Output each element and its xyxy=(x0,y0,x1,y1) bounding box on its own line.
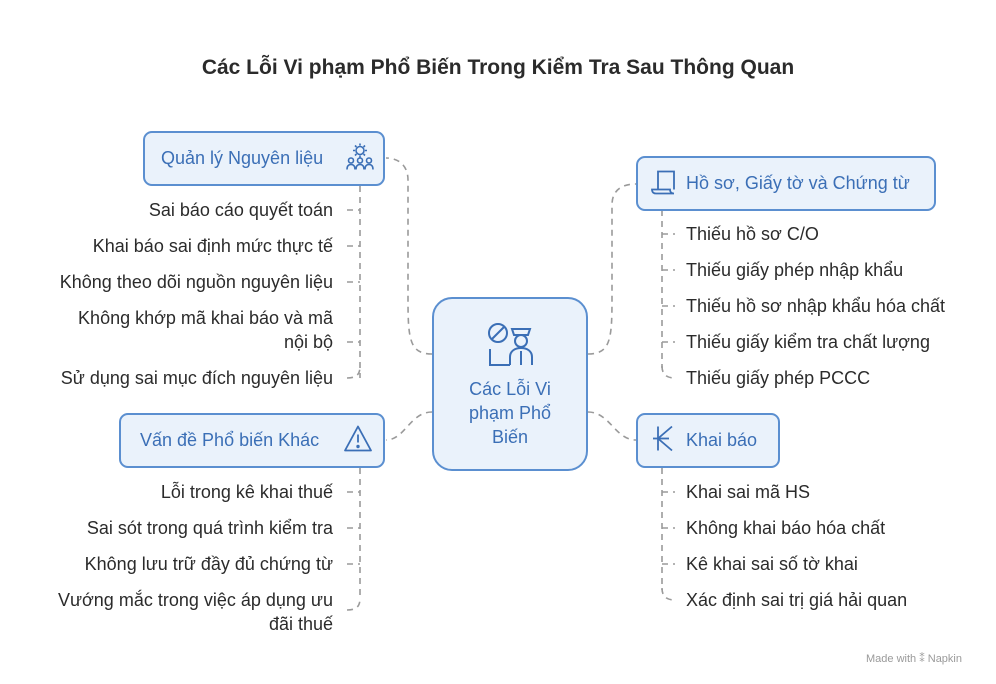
branch-other-issues: Vấn đề Phổ biến Khác xyxy=(119,413,385,468)
list-item: Thiếu giấy kiểm tra chất lượng xyxy=(686,332,930,352)
warning-icon xyxy=(343,424,373,457)
list-item: Không khớp mã khai báo và mã xyxy=(78,308,333,328)
branch-materials-label: Quản lý Nguyên liệu xyxy=(161,148,324,168)
branch-documents-label: Hồ sơ, Giấy tờ và Chứng từ xyxy=(686,173,910,193)
page-title: Các Lỗi Vi phạm Phổ Biến Trong Kiểm Tra … xyxy=(201,56,795,79)
list-item: Lỗi trong kê khai thuế xyxy=(160,482,333,502)
branch-declaration-label: Khai báo xyxy=(686,430,758,450)
center-label-line-2: phạm Phổ xyxy=(468,403,552,423)
branch-documents: Hồ sơ, Giấy tờ và Chứng từ xyxy=(636,156,936,211)
center-label: Các Lỗi Vi phạm Phổ Biến xyxy=(434,377,586,449)
list-item: Thiếu hồ sơ C/O xyxy=(686,224,819,244)
list-item: Không theo dõi nguồn nguyên liệu xyxy=(59,272,333,292)
list-item: Không khai báo hóa chất xyxy=(686,518,886,538)
list-item: Khai sai mã HS xyxy=(686,482,811,502)
center-node: Các Lỗi Vi phạm Phổ Biến xyxy=(432,297,588,471)
customs-officer-icon xyxy=(484,321,540,378)
list-item: Thiếu giấy phép PCCC xyxy=(686,368,871,388)
gears-people-icon xyxy=(345,142,375,175)
list-item-continued: nội bộ xyxy=(283,332,333,352)
branch-declaration: Khai báo xyxy=(636,413,780,468)
list-item: Xác định sai trị giá hải quan xyxy=(686,590,908,610)
list-item: Thiếu giấy phép nhập khẩu xyxy=(686,260,904,280)
document-icon xyxy=(650,167,678,200)
list-item: Kê khai sai số tờ khai xyxy=(686,554,858,574)
list-item: Sử dụng sai mục đích nguyên liệu xyxy=(60,368,333,388)
list-item: Thiếu hồ sơ nhập khẩu hóa chất xyxy=(686,296,945,316)
branch-materials: Quản lý Nguyên liệu xyxy=(143,131,385,186)
list-item: Sai sót trong quá trình kiểm tra xyxy=(86,518,333,538)
list-item: Vướng mắc trong việc áp dụng ưu xyxy=(57,590,333,610)
list-item-continued: đãi thuế xyxy=(268,614,333,634)
footer-credit: Made with ⁑ Napkin xyxy=(866,653,962,665)
kip-currency-icon xyxy=(652,424,676,457)
list-item: Không lưu trữ đầy đủ chứng từ xyxy=(84,554,333,574)
center-label-line-1: Các Lỗi Vi xyxy=(469,379,551,399)
center-label-line-3: Biến xyxy=(491,427,529,447)
list-item: Khai báo sai định mức thực tế xyxy=(92,236,333,256)
list-item: Sai báo cáo quyết toán xyxy=(148,200,333,220)
branch-other-label: Vấn đề Phổ biến Khác xyxy=(140,430,320,450)
